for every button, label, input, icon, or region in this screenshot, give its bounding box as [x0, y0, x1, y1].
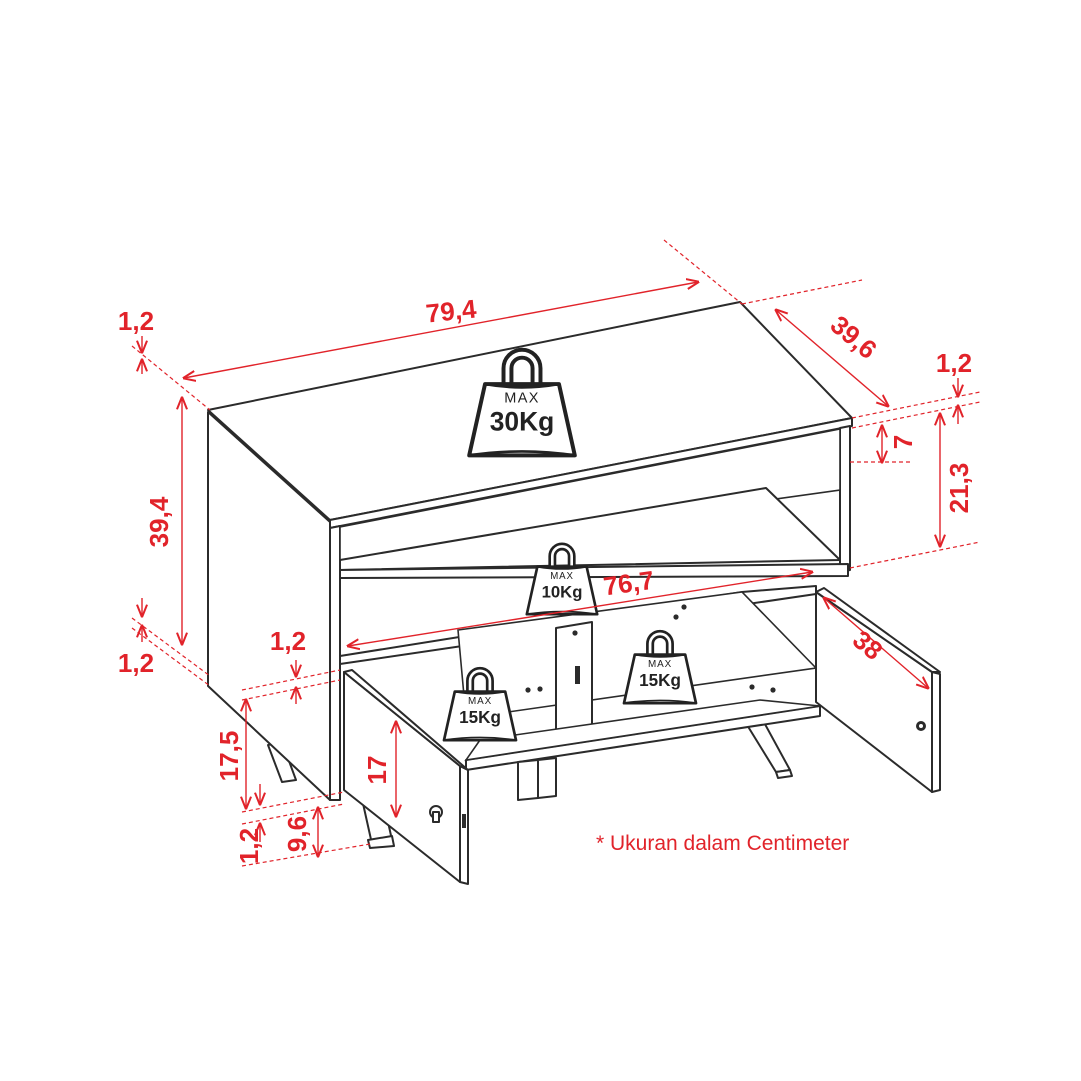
upper-back-panel: [339, 428, 841, 561]
shelf-hole: [681, 604, 687, 610]
weight-icon-top-value: 30Kg: [490, 406, 555, 436]
label-total-width: 79,4: [424, 293, 478, 328]
ext-line: [851, 391, 981, 419]
middle-leg-right: [537, 757, 557, 799]
weight-icon-top: MAX 30Kg: [469, 354, 575, 456]
label-bottom-thickness: 1,2: [234, 828, 264, 864]
shelf-hole: [537, 686, 543, 692]
label-inner-width: 76,7: [602, 565, 656, 602]
label-upper-height: 21,3: [944, 463, 974, 514]
label-leg-height: 9,6: [282, 816, 312, 852]
ext-line: [241, 843, 371, 867]
shelf-hole: [572, 630, 578, 636]
shelf-hole: [770, 687, 776, 693]
ext-line: [849, 541, 981, 569]
left-door-top-edge: [343, 669, 469, 771]
ext-line: [241, 803, 345, 825]
weight-icon-shelf-value: 10Kg: [542, 583, 583, 602]
weight-icon-top-max: MAX: [504, 391, 539, 407]
left-door-hinge: [462, 814, 466, 828]
right-door: [815, 591, 933, 793]
label-shelf-thickness: 1,2: [270, 626, 306, 656]
weight-icon-right-value: 15Kg: [639, 671, 681, 690]
weight-icon-left-max: MAX: [468, 696, 492, 707]
dim-line-depth: [776, 310, 888, 406]
label-total-height: 39,4: [144, 496, 174, 547]
label-lower-height: 17,5: [214, 731, 244, 782]
dim-line-door-width: [824, 598, 928, 688]
shelf-hole: [525, 687, 531, 693]
weight-icon-right-max: MAX: [648, 659, 672, 670]
left-front-edge: [329, 525, 341, 801]
ext-line: [851, 401, 981, 429]
ext-line: [131, 627, 211, 687]
label-top-thickness-left: 1,2: [118, 306, 154, 336]
right-door-knob-center: [919, 724, 923, 728]
middle-leg-left: [517, 759, 539, 801]
front-left-leg-foot: [367, 835, 395, 849]
dimension-lines: [131, 239, 981, 867]
ext-line: [741, 279, 863, 305]
hinge: [575, 666, 580, 684]
shelf-hole: [673, 614, 679, 620]
label-front-gap: 7: [888, 435, 918, 449]
weight-icon-right-cabinet: MAX 15Kg: [624, 634, 696, 703]
back-right-leg-foot: [775, 769, 793, 779]
label-depth: 39,6: [825, 309, 883, 365]
center-divider: [555, 621, 593, 741]
weight-icon-left-cabinet: MAX 15Kg: [444, 671, 516, 740]
ext-line: [241, 669, 341, 691]
right-front-edge: [839, 425, 851, 573]
label-side-thickness: 1,2: [118, 648, 154, 678]
shelf-hole: [749, 684, 755, 690]
dim-line-inner-width: [348, 572, 812, 646]
ext-line: [241, 791, 345, 813]
right-door-edge: [931, 671, 941, 793]
ext-line: [131, 345, 211, 411]
left-door-knob-stem: [432, 811, 440, 823]
units-note: * Ukuran dalam Centimeter: [596, 832, 849, 855]
weight-icon-shelf-max: MAX: [550, 571, 574, 582]
dim-line-total-width: [184, 282, 698, 378]
label-top-thickness-right: 1,2: [936, 348, 972, 378]
top-front-edge: [329, 417, 853, 529]
upper-shelf: [339, 487, 841, 571]
weight-icon-left-value: 15Kg: [459, 708, 501, 727]
label-door-height: 17: [362, 756, 392, 785]
ext-line: [663, 239, 743, 305]
